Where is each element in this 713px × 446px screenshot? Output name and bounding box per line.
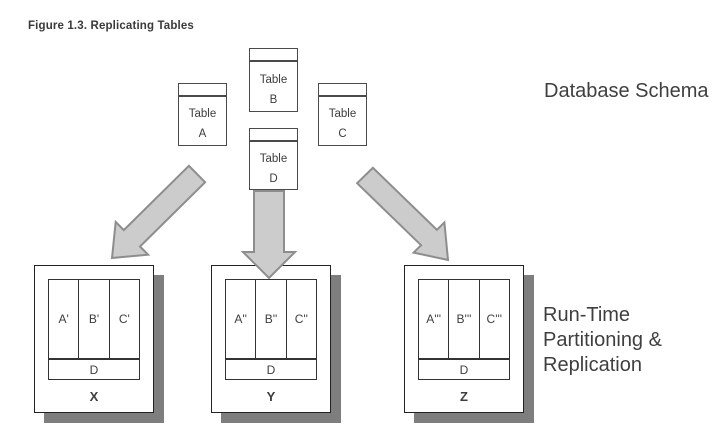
node-x: A' B' C' D X: [34, 265, 164, 423]
partition-columns: A''' B''' C''': [418, 279, 510, 359]
table-header-bar: [179, 84, 226, 97]
partition-cell: B''': [448, 280, 478, 358]
partition-cell: B': [78, 280, 108, 358]
replicated-table-row: D: [418, 358, 510, 380]
table-header-bar: [319, 84, 366, 97]
node-tables: A' B' C' D: [48, 279, 140, 380]
schema-table-c: Table C: [318, 83, 367, 146]
schema-table-b: Table B: [249, 48, 298, 112]
partition-cell: A''': [426, 312, 442, 326]
table-label-word: Table: [188, 108, 217, 120]
node-name: Y: [266, 389, 276, 404]
replicated-table-row: D: [48, 358, 140, 380]
arrow-to-node-z-icon: [355, 166, 450, 262]
partition-cell: B'': [255, 280, 285, 358]
partition-cell: C': [108, 280, 139, 358]
table-label: Table D: [250, 142, 297, 189]
annotation-runtime-partitioning: Run-Time Partitioning & Replication: [543, 304, 662, 376]
partition-cell: A': [58, 312, 69, 326]
annotation-database-schema: Database Schema: [544, 80, 709, 102]
partition-columns: A' B' C': [48, 279, 140, 359]
table-label-word: Table: [259, 152, 288, 165]
node-name: Z: [460, 389, 468, 404]
partition-cell: A'': [234, 312, 247, 326]
table-label-letter: D: [269, 172, 278, 185]
figure-caption: Figure 1.3. Replicating Tables: [28, 20, 194, 32]
node-tables: A'' B'' C'' D: [225, 279, 317, 380]
table-label-letter: C: [338, 128, 347, 140]
partition-cell: C''': [478, 280, 509, 358]
table-label-letter: A: [198, 128, 207, 140]
table-label-word: Table: [259, 73, 288, 86]
table-label: Table C: [319, 97, 366, 145]
arrow-to-node-x-icon: [110, 164, 207, 260]
replicated-table-row: D: [225, 358, 317, 380]
schema-table-d: Table D: [249, 128, 298, 190]
table-label: Table B: [250, 62, 297, 111]
schema-table-a: Table A: [178, 83, 227, 146]
node-z: A''' B''' C''' D Z: [404, 265, 534, 423]
partition-columns: A'' B'' C'': [225, 279, 317, 359]
table-label: Table A: [179, 97, 226, 145]
node-name: X: [89, 389, 99, 404]
table-label-word: Table: [328, 108, 357, 120]
table-label-letter: B: [269, 93, 278, 106]
partition-cell: C'': [285, 280, 316, 358]
node-y: A'' B'' C'' D Y: [211, 265, 341, 423]
table-header-bar: [250, 49, 297, 62]
table-header-bar: [250, 129, 297, 142]
node-tables: A''' B''' C''' D: [418, 279, 510, 380]
